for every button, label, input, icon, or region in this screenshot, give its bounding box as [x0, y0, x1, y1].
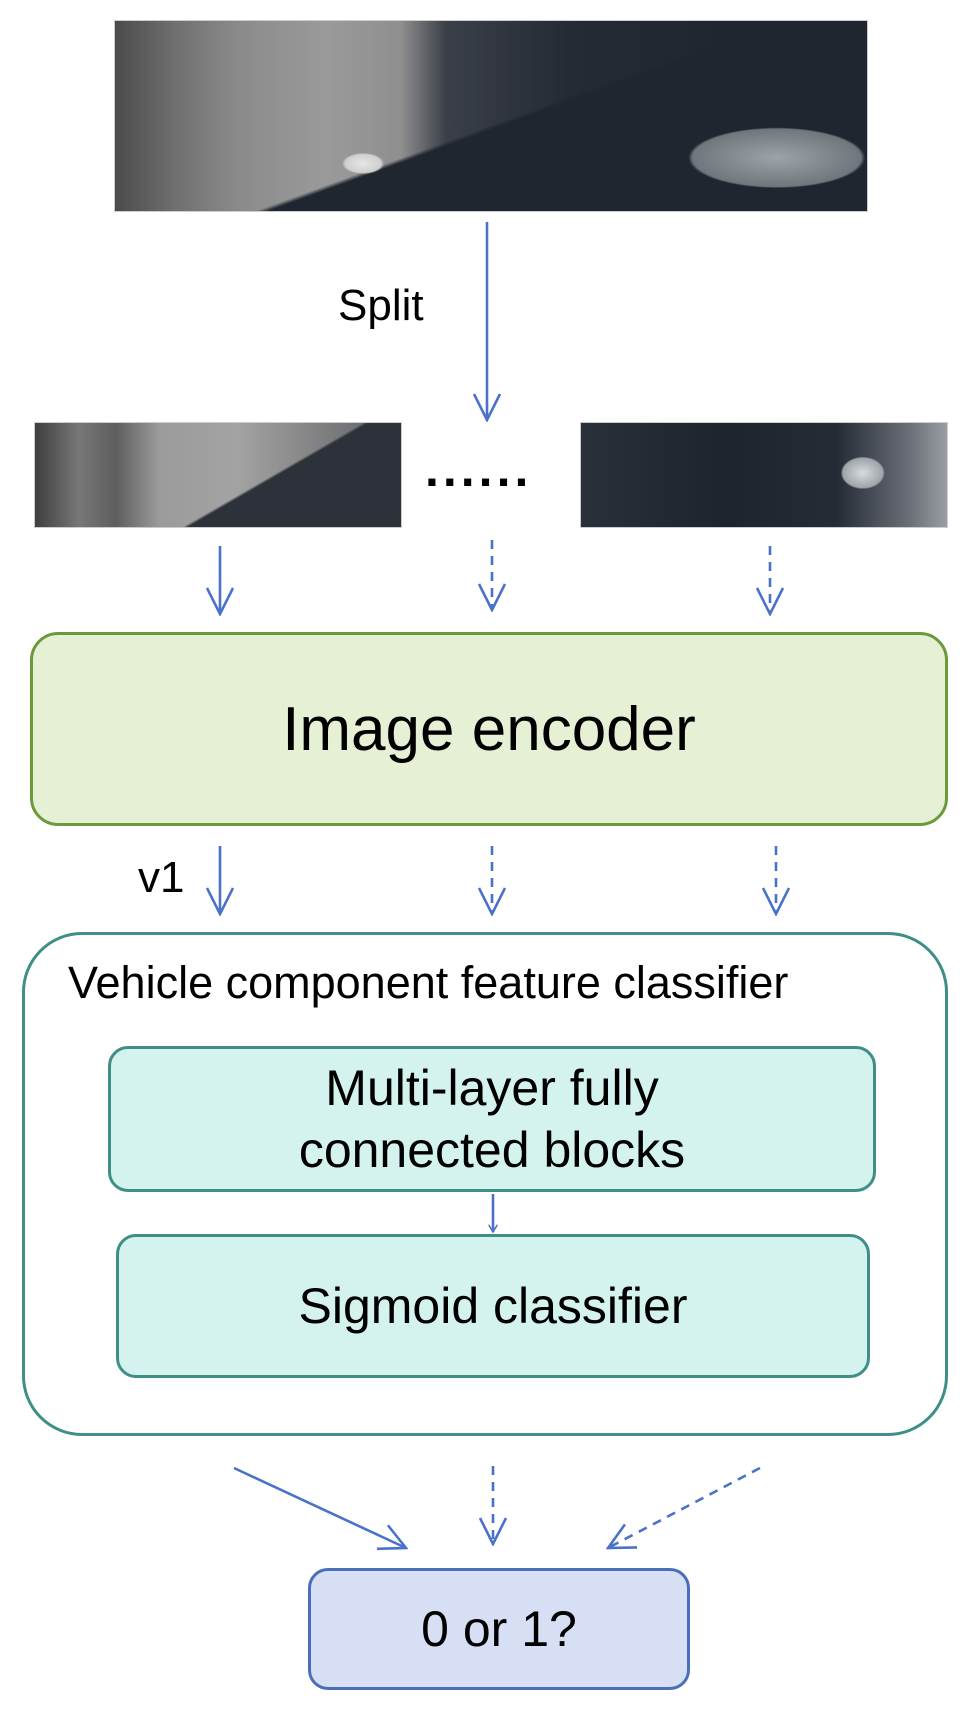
ellipsis-label: ......	[425, 441, 533, 497]
output-arrow-1	[233, 1466, 406, 1548]
feature-classifier-title: Vehicle component feature classifier	[68, 957, 789, 1008]
fc-blocks-box: Multi-layer fully connected blocks	[108, 1046, 876, 1192]
vector-label-v1: v1	[138, 853, 185, 902]
output-box: 0 or 1?	[308, 1568, 690, 1690]
vehicle-crop-right	[580, 422, 948, 528]
output-arrow-3-dashed	[608, 1466, 761, 1548]
vehicle-photo	[114, 20, 868, 212]
sigmoid-classifier-label: Sigmoid classifier	[298, 1277, 688, 1334]
sigmoid-classifier-box: Sigmoid classifier	[116, 1234, 870, 1378]
fc-blocks-label-line2: connected blocks	[298, 1122, 686, 1178]
vehicle-crop-left	[34, 422, 402, 528]
image-encoder-box: Image encoder	[30, 632, 948, 826]
split-label: Split	[338, 281, 424, 330]
output-label: 0 or 1?	[421, 1601, 577, 1657]
fc-blocks-label-line1: Multi-layer fully	[325, 1059, 659, 1116]
image-encoder-label: Image encoder	[282, 694, 696, 764]
